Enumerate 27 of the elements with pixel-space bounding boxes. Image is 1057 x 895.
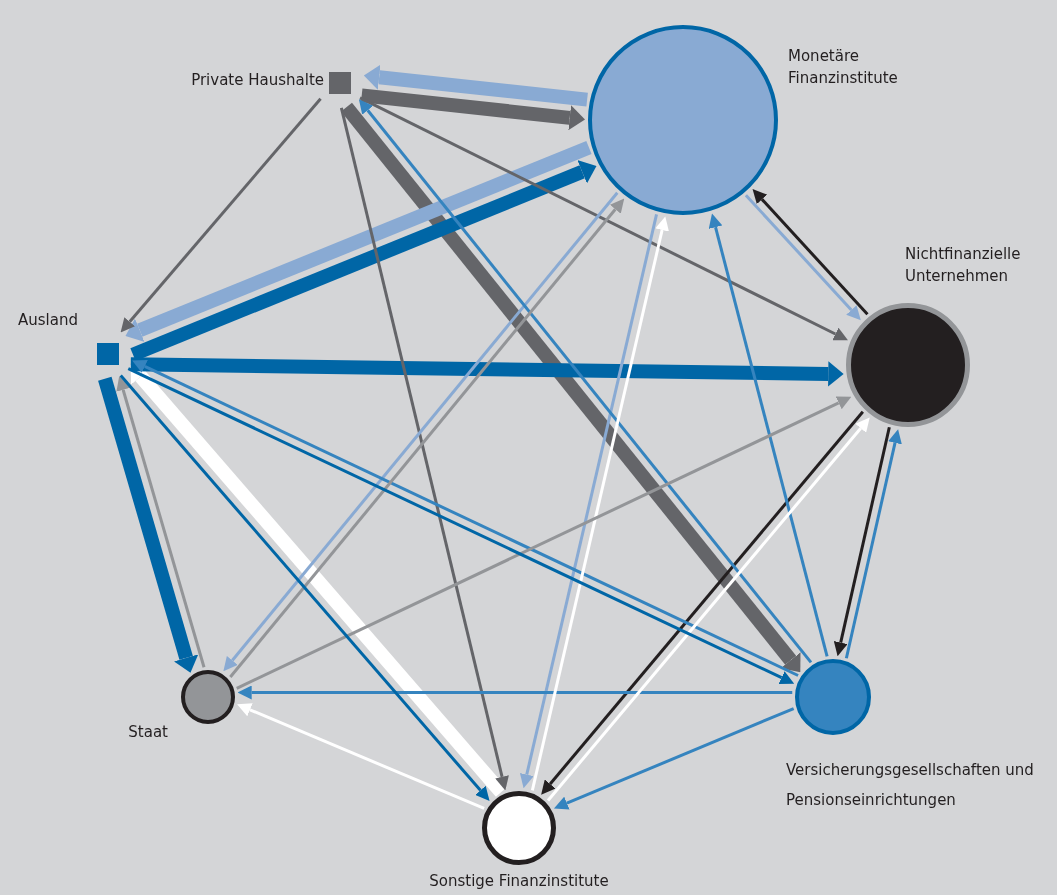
arrow [98, 376, 199, 673]
node-label: Monetäre Finanzinstitute [788, 46, 899, 89]
arrow [236, 396, 852, 690]
arrow [708, 213, 829, 657]
arrow [844, 429, 902, 659]
arrow [752, 189, 869, 316]
node-label: Staat [127, 722, 168, 743]
node-label: Private Haushalte [190, 70, 324, 91]
node-label: Ausland [18, 310, 79, 331]
arrow [130, 357, 844, 387]
arrow [359, 96, 848, 341]
node-label: Nichtfinanzielle Unternehmen [905, 244, 1022, 287]
arrow [120, 97, 322, 333]
arrow [116, 376, 206, 668]
arrow [744, 194, 861, 321]
arrow [519, 214, 658, 789]
arrow [339, 107, 509, 791]
arrow [363, 64, 588, 107]
arrow [125, 141, 592, 342]
arrow [553, 707, 795, 810]
arrow [237, 703, 485, 810]
node-label: Sonstige Finanzinstitute [428, 871, 610, 892]
arrow [237, 685, 793, 700]
arrow [360, 88, 585, 131]
node-label: Versicherungsgesellschaften und Pensionseinrichtungen [786, 760, 1035, 811]
arrow [833, 426, 891, 657]
arrow [530, 216, 669, 791]
